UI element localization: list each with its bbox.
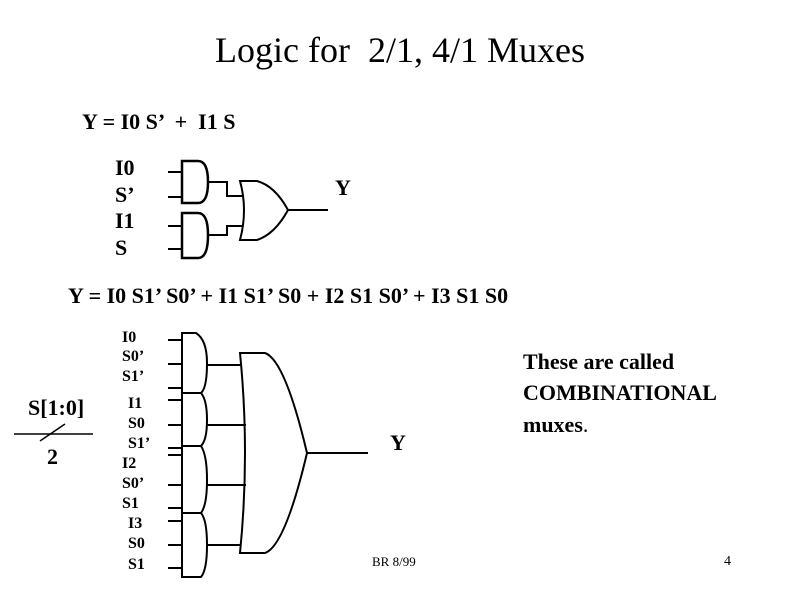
- mux4-input-label: S0’: [122, 348, 145, 365]
- slide-title: Logic for 2/1, 4/1 Muxes: [215, 30, 585, 70]
- footer-text: BR 8/99: [372, 554, 416, 569]
- and-gate: [181, 332, 209, 394]
- and-gate: [181, 392, 209, 447]
- mux4-schematic: [14, 332, 368, 578]
- page-number: 4: [724, 554, 731, 569]
- and-gate: [180, 159, 210, 205]
- mux4-input-label: I0: [122, 329, 137, 346]
- or-gate: [238, 352, 309, 554]
- note-line: COMBINATIONAL: [523, 380, 717, 405]
- mux2-input-label: I1: [115, 208, 135, 233]
- mux4-input-label: S1’: [128, 435, 151, 452]
- mux4-input-label: S0: [128, 535, 145, 552]
- mux4-input-label: S1: [128, 556, 145, 573]
- mux4-input-label: S0’: [122, 475, 145, 492]
- mux2-input-label: S: [115, 235, 128, 260]
- mux4-input-label: I1: [128, 395, 143, 412]
- mux4-output-label: Y: [390, 430, 406, 455]
- mux2-input-wires: [168, 171, 182, 250]
- mux4-input-label: I3: [128, 515, 143, 532]
- or-gate: [238, 180, 290, 241]
- mux2-output-label: Y: [335, 175, 351, 200]
- and-gate: [180, 211, 210, 260]
- mux2-input-label: I0: [115, 155, 135, 180]
- bus-slash: [39, 423, 66, 442]
- mux4-input-label: S1: [122, 495, 139, 512]
- mux2-schematic: [168, 159, 328, 260]
- mux4-input-label: S0: [128, 415, 145, 432]
- equation-2to1: Y = I0 S’ + I1 S: [82, 109, 236, 134]
- note-period: .: [582, 412, 589, 437]
- note-word: muxes: [523, 412, 583, 437]
- bus-label: S[1:0]: [28, 395, 85, 420]
- note-line-3: muxes.: [523, 414, 588, 436]
- bus-width: 2: [47, 444, 58, 469]
- and-gate: [181, 512, 209, 578]
- and-gate: [181, 445, 209, 514]
- mux2-input-label: S’: [115, 182, 135, 207]
- wire: [208, 181, 243, 197]
- equation-4to1: Y = I0 S1’ S0’ + I1 S1’ S0 + I2 S1 S0’ +…: [68, 283, 509, 308]
- mux4-input-wires: [168, 339, 182, 569]
- wire: [208, 225, 243, 236]
- mux4-input-label: S1’: [122, 368, 145, 385]
- mux4-input-label: I2: [122, 455, 137, 472]
- note-line: These are called: [523, 349, 675, 374]
